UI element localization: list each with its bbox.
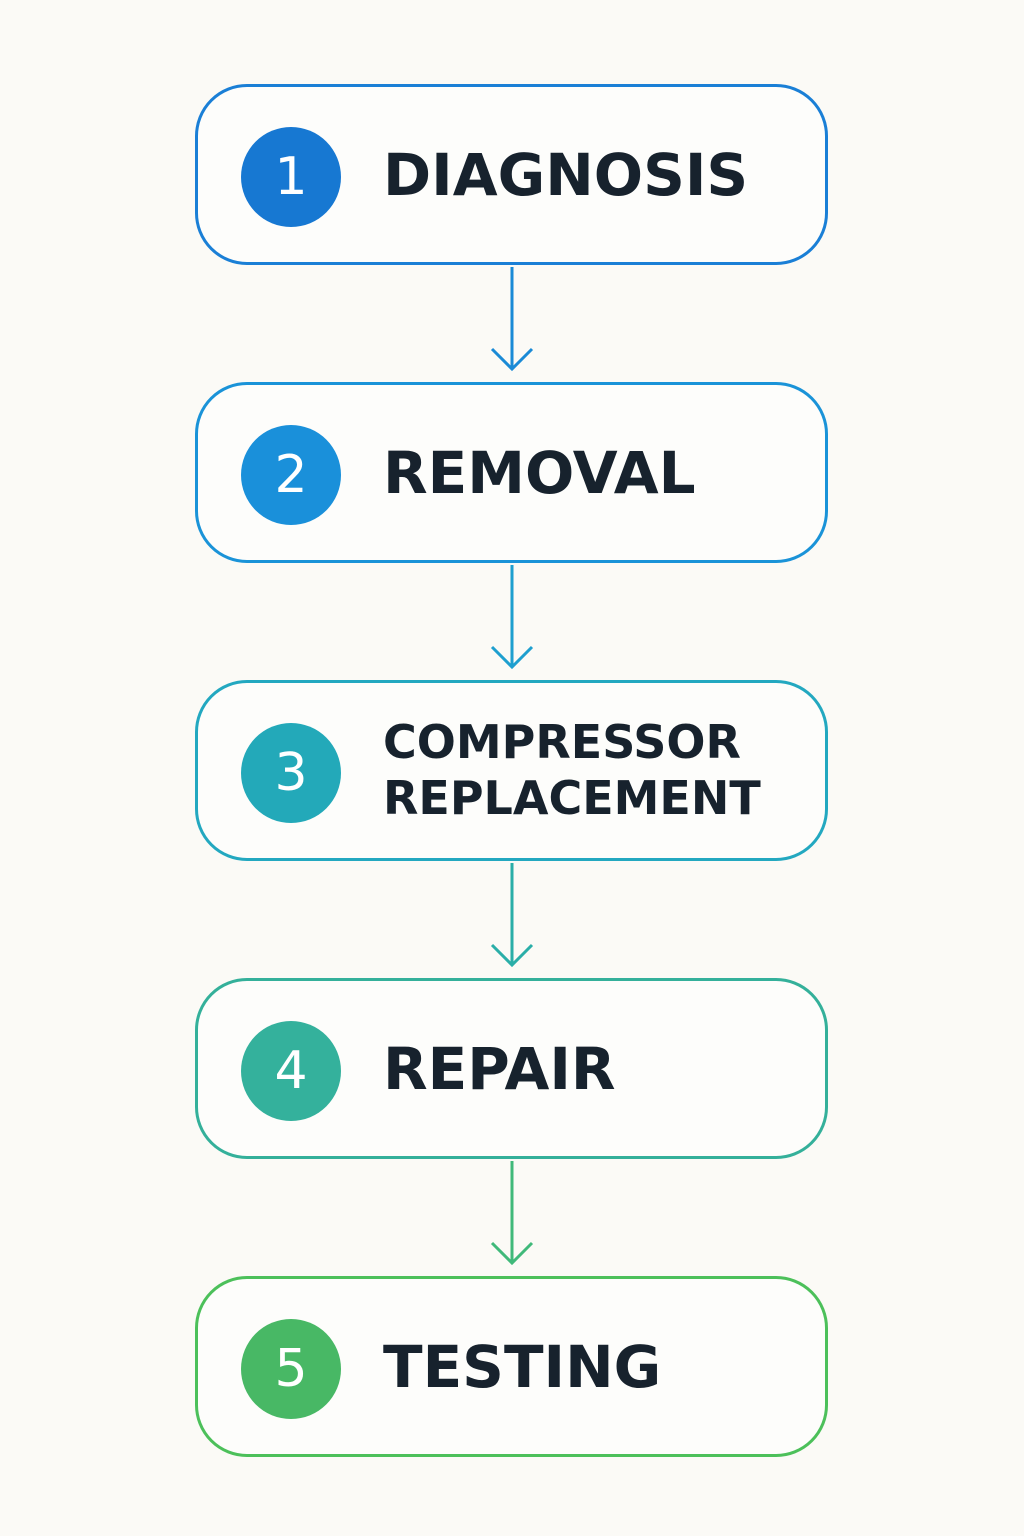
step-number-badge: 5 [241,1319,341,1419]
step-label-line: REPAIR [383,1034,616,1103]
down-arrow-icon [490,267,534,372]
step-number-badge: 4 [241,1021,341,1121]
step-box-repair: 4 REPAIR [195,978,828,1159]
step-label-line: TESTING [383,1332,662,1401]
step-number: 5 [274,1339,308,1399]
step-label: TESTING [383,1279,661,1454]
down-arrow-icon [490,1161,534,1266]
step-number: 1 [274,147,308,207]
step-label: COMPRESSOR REPLACEMENT [383,683,761,858]
step-label-line: COMPRESSOR [383,715,741,770]
down-arrow-icon [490,863,534,968]
step-box-compressor-replacement: 3 COMPRESSOR REPLACEMENT [195,680,828,861]
step-box-testing: 5 TESTING [195,1276,828,1457]
step-box-diagnosis: 1 DIAGNOSIS [195,84,828,265]
step-label: REMOVAL [383,385,696,560]
step-label-line: REMOVAL [383,438,696,507]
step-number-badge: 1 [241,127,341,227]
step-number-badge: 3 [241,723,341,823]
step-label-line: REPLACEMENT [383,770,761,825]
step-number: 3 [274,743,308,803]
step-box-removal: 2 REMOVAL [195,382,828,563]
step-number-badge: 2 [241,425,341,525]
down-arrow-icon [490,565,534,670]
step-label: REPAIR [383,981,616,1156]
step-number: 2 [274,445,308,505]
step-label-line: DIAGNOSIS [383,140,749,209]
step-number: 4 [274,1041,308,1101]
step-label: DIAGNOSIS [383,87,748,262]
